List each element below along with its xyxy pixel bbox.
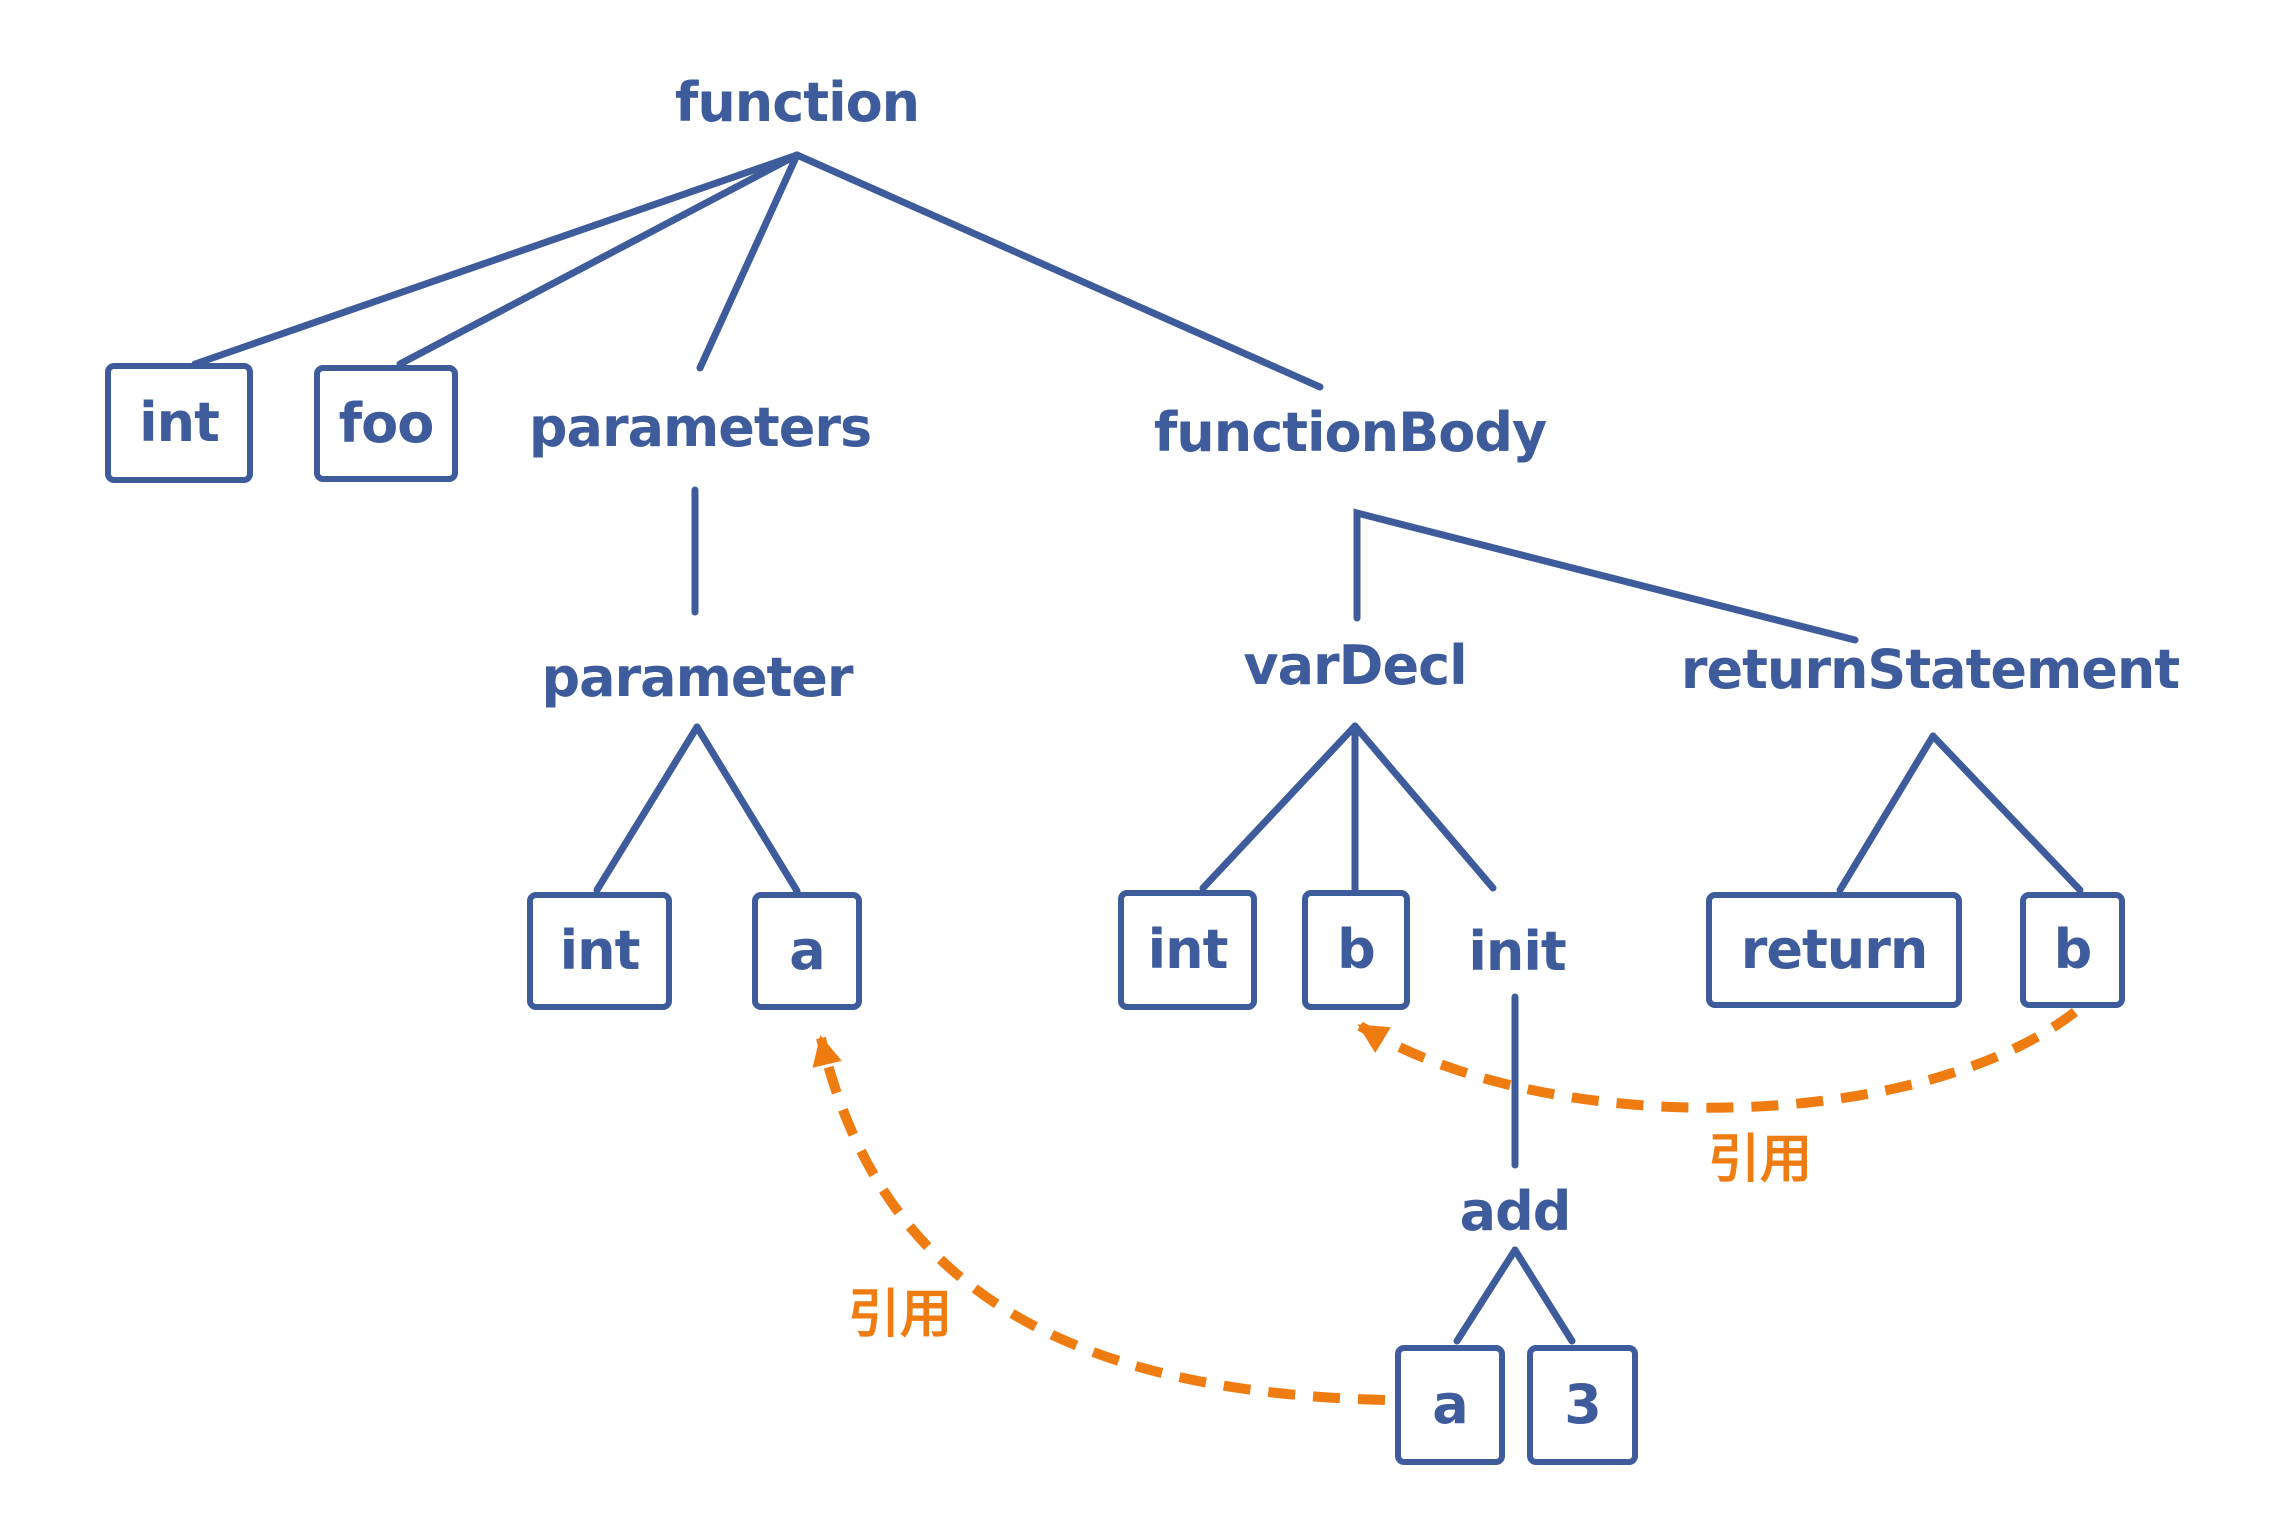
return-value-text: b — [2053, 918, 2093, 981]
box-var-name: b — [1302, 890, 1410, 1010]
node-return-statement: returnStatement — [1680, 638, 2180, 701]
box-return-type: int — [105, 363, 253, 483]
edge-returnstatement-b — [1929, 732, 2084, 894]
var-name-text: b — [1337, 918, 1376, 981]
box-return-value: b — [2020, 892, 2125, 1008]
edge-function-int — [191, 151, 801, 368]
edge-function-parameters — [696, 151, 801, 372]
edge-parameter-a — [693, 723, 801, 895]
var-type-text: int — [1147, 918, 1229, 981]
reference-label-left: 引用 — [847, 1285, 953, 1345]
edge-returnstatement-return — [1836, 732, 1937, 894]
box-return-keyword: return — [1706, 892, 1962, 1008]
box-add-right-operand: 3 — [1527, 1345, 1638, 1465]
box-parameter-name: a — [752, 892, 862, 1010]
box-var-type: int — [1118, 890, 1257, 1010]
edge-function-foo — [396, 151, 801, 368]
box-add-left-operand: a — [1395, 1345, 1505, 1465]
reference-arrow-b-to-b — [1357, 1008, 2079, 1113]
edge-add-a — [1453, 1246, 1519, 1345]
parameter-type-text: int — [559, 919, 641, 982]
reference-arrow-a-to-a — [812, 1035, 1386, 1405]
box-parameter-type: int — [527, 892, 672, 1010]
add-left-operand-text: a — [1432, 1373, 1468, 1436]
edge-function-functionbody — [793, 151, 1324, 391]
node-parameters: parameters — [528, 396, 872, 459]
node-add: add — [1459, 1180, 1572, 1243]
return-keyword-text: return — [1740, 918, 1929, 981]
function-name-text: foo — [338, 391, 435, 455]
box-function-name: foo — [314, 365, 458, 482]
return-type-text: int — [139, 391, 220, 454]
node-function-body: functionBody — [1153, 401, 1547, 464]
node-function: function — [674, 71, 920, 134]
reference-label-right: 引用 — [1707, 1130, 1813, 1190]
node-var-decl: varDecl — [1243, 634, 1467, 697]
edge-vardecl-int — [1199, 722, 1359, 892]
edge-parameter-int — [593, 723, 701, 894]
node-parameter: parameter — [541, 646, 853, 709]
parameter-name-text: a — [789, 919, 825, 982]
edge-add-3 — [1511, 1246, 1576, 1345]
edge-functionbody-vardecl-returnstatement — [1353, 508, 1859, 644]
edge-vardecl-init — [1351, 722, 1497, 892]
add-right-operand-text: 3 — [1564, 1373, 1602, 1436]
node-init: init — [1468, 920, 1566, 983]
